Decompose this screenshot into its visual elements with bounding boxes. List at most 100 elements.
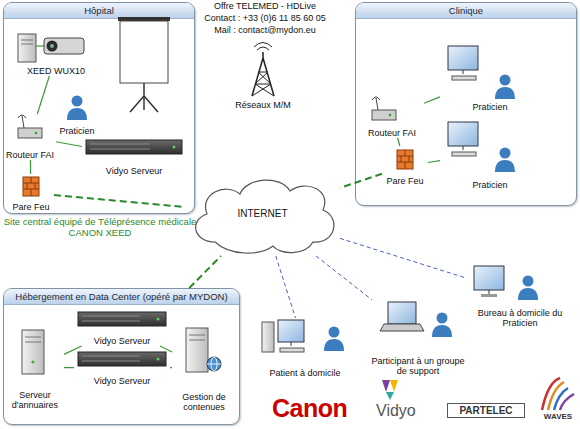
person-icon bbox=[67, 96, 87, 121]
monitor-icon bbox=[452, 76, 476, 80]
projector-icon bbox=[36, 45, 44, 46]
node-label: Praticien bbox=[436, 102, 544, 112]
antenna-tower bbox=[252, 58, 263, 96]
content-server bbox=[207, 364, 221, 365]
desktop-computer bbox=[278, 320, 304, 342]
antenna-tower bbox=[258, 72, 271, 84]
offer-title: Offre TELEMED - HDLive bbox=[190, 1, 340, 11]
waves-logo-mark bbox=[542, 378, 560, 410]
node-label: Vidyo Serveur bbox=[78, 166, 190, 176]
antenna-tower bbox=[252, 43, 274, 97]
person-icon bbox=[495, 160, 515, 172]
antenna-tower bbox=[257, 47, 269, 50]
waves-logo: WAVES bbox=[536, 412, 580, 421]
firewall-icon bbox=[397, 150, 413, 169]
server-node: Vidyo Serveur bbox=[74, 308, 170, 346]
firewall-icon bbox=[27, 183, 28, 189]
antenna-tower bbox=[252, 84, 271, 96]
node-label: Réseaux M/M bbox=[221, 100, 305, 110]
firewall-icon bbox=[405, 162, 406, 169]
firewall-icon bbox=[23, 177, 39, 196]
monitor-icon bbox=[474, 266, 504, 290]
vidyo-logo-mark bbox=[386, 392, 394, 400]
person-icon bbox=[67, 108, 87, 120]
person-icon bbox=[500, 148, 511, 159]
node-label: Serveur d'annuaires bbox=[2, 390, 68, 410]
vidyo-logo: Vidyo bbox=[376, 402, 436, 420]
person-icon bbox=[324, 339, 344, 351]
monitor-icon bbox=[474, 266, 504, 297]
rack-server bbox=[157, 358, 160, 361]
projector-icon bbox=[47, 41, 58, 52]
rack-server bbox=[90, 144, 150, 145]
node-label: Participant à un groupe de support bbox=[368, 356, 468, 376]
content-server bbox=[189, 335, 205, 336]
router-icon bbox=[22, 116, 24, 128]
antenna-tower bbox=[262, 52, 264, 58]
projector-icon bbox=[36, 38, 84, 54]
person-icon bbox=[495, 75, 515, 100]
network-link bbox=[189, 256, 221, 288]
node-label: Gestion de contenues bbox=[168, 392, 240, 412]
node-label: Bureau à domicile du Praticien bbox=[462, 308, 578, 328]
user-node: Praticien bbox=[58, 92, 96, 136]
router-icon bbox=[389, 114, 392, 117]
waves-logo-mark bbox=[554, 388, 568, 410]
pc-tower bbox=[22, 330, 44, 374]
rack-server bbox=[82, 356, 140, 357]
antenna-node: Réseaux M/M bbox=[225, 40, 301, 110]
node-label: Praticien bbox=[436, 180, 544, 190]
firewall-icon bbox=[35, 183, 36, 189]
person-icon bbox=[72, 96, 83, 107]
pc-tower bbox=[25, 337, 41, 338]
router-icon bbox=[376, 98, 378, 110]
node-label: Routeur FAI bbox=[356, 128, 428, 138]
network-link bbox=[316, 256, 372, 300]
person-icon bbox=[437, 313, 448, 324]
projection-screen bbox=[143, 83, 145, 110]
rack-server bbox=[82, 321, 140, 322]
group-heading: Clinique bbox=[356, 3, 576, 19]
pc-tower bbox=[22, 330, 44, 374]
monitor-icon bbox=[448, 122, 478, 146]
monitor-icon bbox=[463, 146, 464, 150]
home-user-node: Participant à un groupe de support bbox=[372, 296, 464, 376]
workstation-node: Praticien bbox=[440, 116, 540, 190]
site-box: HôpitalXEED WUX10PraticienRouteur FAIVid… bbox=[3, 2, 195, 214]
pc-tower bbox=[31, 360, 34, 363]
network-link bbox=[424, 97, 440, 103]
laptop-icon bbox=[388, 302, 416, 324]
projection-screen bbox=[118, 17, 170, 112]
network-link bbox=[54, 195, 185, 207]
router-node: Routeur FAI bbox=[4, 114, 56, 160]
router-icon bbox=[372, 110, 396, 120]
node-label: Vidyo Serveur bbox=[70, 376, 174, 386]
router-icon bbox=[18, 128, 42, 138]
pc-tower bbox=[21, 44, 33, 45]
firewall-icon bbox=[23, 177, 39, 196]
content-server bbox=[186, 328, 208, 372]
vidyo-logo-mark bbox=[382, 380, 390, 392]
network-link bbox=[64, 346, 82, 354]
server-node: Vidyo Serveur bbox=[82, 136, 186, 176]
person-icon bbox=[432, 313, 452, 338]
group-heading: Hébergement en Data Center (opéré par MY… bbox=[4, 289, 239, 305]
firewall-node: Pare Feu bbox=[382, 146, 428, 186]
projection-screen bbox=[144, 96, 158, 112]
rack-server bbox=[173, 146, 176, 149]
node-label: Vidyo Serveur bbox=[70, 336, 174, 346]
desktop-computer bbox=[280, 348, 304, 352]
firewall-icon bbox=[397, 150, 413, 169]
rack-server bbox=[86, 140, 182, 154]
datacenter-box: Hébergement en Data Center (opéré par MY… bbox=[3, 288, 240, 425]
firewall-icon bbox=[397, 156, 413, 157]
node-label: XEED WUX10 bbox=[10, 66, 102, 76]
antenna-tower bbox=[254, 43, 272, 48]
contact-phone: Contact : +33 (0)6 11 85 60 05 bbox=[190, 13, 340, 23]
node-label: Patient à domicile bbox=[251, 368, 359, 378]
desktop-computer bbox=[291, 342, 292, 346]
rack-server bbox=[78, 312, 166, 326]
internet-cloud: INTERNET bbox=[185, 172, 340, 256]
network-link bbox=[64, 367, 74, 368]
